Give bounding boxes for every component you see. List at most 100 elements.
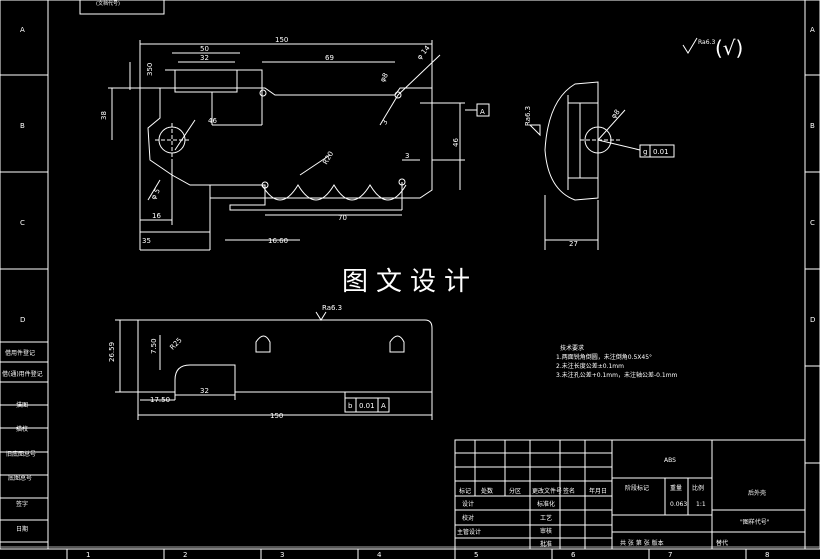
zone-number-4: 4 xyxy=(377,551,382,559)
drawing-no: "图样代号" xyxy=(740,518,770,526)
bottom-dim-750: 7.50 xyxy=(150,338,158,354)
zone-number-6: 6 xyxy=(571,551,576,559)
dim-r20: R20 xyxy=(321,150,335,166)
dim-phi8: φ8 xyxy=(379,72,390,84)
zone-letter-a-right: A xyxy=(810,26,815,34)
roughness-note-text: (√) xyxy=(715,36,743,60)
tol-box-g xyxy=(639,144,675,158)
tech-line-1: 1.两面锐角倒圆，未注倒角0.5X45° xyxy=(556,353,652,361)
hdr-mark: 标记 xyxy=(459,487,471,495)
zone-letter-c-right: C xyxy=(810,219,815,227)
mid-std: 标准化 xyxy=(537,500,555,508)
hdr-sign: 签名 xyxy=(563,487,575,495)
hdr-date: 年月日 xyxy=(589,487,607,495)
bottom-dim-32: 32 xyxy=(200,387,209,395)
bottom-tol-datum: A xyxy=(381,402,386,410)
bottom-tol-value: 0.01 xyxy=(359,402,375,410)
zone-letter-c: C xyxy=(20,219,25,227)
side-roughness: Ra6.3 xyxy=(524,106,532,126)
zone-number-7: 7 xyxy=(668,551,672,559)
roughness-label-top: Ra6.3 xyxy=(698,39,715,46)
zone-letter-d-right: D xyxy=(810,316,815,324)
row-design: 设计 xyxy=(462,500,474,508)
side-phi8: φ8 xyxy=(610,108,622,120)
bottom-dim-r25: R25 xyxy=(168,336,183,351)
stamp-label-7: 签字 xyxy=(16,500,28,508)
dim-35: 35 xyxy=(142,237,151,245)
front-view xyxy=(108,40,465,251)
stamp-label-2: 借(通)用件登记 xyxy=(2,370,43,378)
weight-value: 0.063 xyxy=(670,501,687,508)
title-block-text: ABS 标记 处数 分区 更改文件号 签名 年月日 设计 校对 主管设计 标准化… xyxy=(457,457,770,548)
tech-requirements: 技术要求 1.两面锐角倒圆，未注倒角0.5X45° 2.未注长度公差±0.1mm… xyxy=(556,344,678,379)
hdr-zone: 分区 xyxy=(509,487,521,495)
dim-150-top: 150 xyxy=(275,36,288,44)
datum-label-a: A xyxy=(480,108,485,116)
dim-350: 350 xyxy=(146,63,154,76)
bottom-roughness: Ra6.3 xyxy=(322,304,342,312)
tol-symbol-g: g xyxy=(643,148,647,156)
zone-letters: A B C D A B C D xyxy=(20,26,815,324)
tech-line-2: 2.未注长度公差±0.1mm xyxy=(556,362,624,370)
bottom-tol-symbol: b xyxy=(348,402,353,410)
top-stamp-text: (文档代号) xyxy=(96,0,120,7)
zone-number-8: 8 xyxy=(765,551,769,559)
side-view-tolerance: g 0.01 xyxy=(639,144,675,158)
left-stamp-table xyxy=(0,341,49,543)
weight-label: 重量 xyxy=(670,484,682,492)
stamp-label-8: 日期 xyxy=(16,525,28,533)
bottom-view-dims: Ra6.3 26.59 7.50 R25 17.50 32 150 xyxy=(108,304,342,420)
dim-phi14: φ 14 xyxy=(415,44,432,62)
hdr-count: 处数 xyxy=(481,487,493,495)
dim-phi5: φ 5 xyxy=(149,187,162,201)
dim-38: 38 xyxy=(100,111,108,120)
zone-number-3: 3 xyxy=(280,551,284,559)
zone-number-1: 1 xyxy=(86,551,90,559)
bottom-tolerance-frame: b 0.01 A xyxy=(344,397,390,413)
dim-3: 3 xyxy=(405,152,409,160)
dim-69: 69 xyxy=(325,54,334,62)
part-name: 后外壳 xyxy=(748,489,766,497)
side-dim-27: 27 xyxy=(569,240,578,248)
dim-16: 16 xyxy=(152,212,161,220)
zone-letter-b: B xyxy=(20,122,25,130)
tech-line-3: 3.未注孔公差+0.1mm，未注轴公差-0.1mm xyxy=(556,371,678,379)
stamp-label-6: 底图总号 xyxy=(8,474,32,482)
title-block xyxy=(454,439,806,550)
scale-label: 比例 xyxy=(692,484,704,492)
stamp-label-5: 旧底图总号 xyxy=(6,450,36,458)
row-check: 校对 xyxy=(462,514,474,522)
bottom-view xyxy=(115,311,433,420)
dim-16-60: 16.60 xyxy=(268,237,288,245)
mid-craft: 工艺 xyxy=(540,514,552,522)
dim-50: 50 xyxy=(200,45,209,53)
side-view-dims: Ra6.3 φ8 27 xyxy=(524,106,622,248)
zone-number-2: 2 xyxy=(183,551,187,559)
sheet-info: 共 张 第 张 版本 xyxy=(620,539,664,547)
replace-label: 替代 xyxy=(716,539,728,547)
stamp-label-4: 描校 xyxy=(16,425,28,433)
zone-letter-b-right: B xyxy=(810,122,815,130)
material: ABS xyxy=(664,457,676,464)
scale-value: 1:1 xyxy=(696,501,706,508)
stage-label: 阶段标记 xyxy=(625,484,649,492)
roughness-note xyxy=(682,37,698,54)
stamp-label-3: 描图 xyxy=(16,401,28,409)
tech-title: 技术要求 xyxy=(560,344,584,352)
bottom-dim-150: 150 xyxy=(270,412,283,420)
hdr-change: 更改文件号 xyxy=(532,487,562,495)
tol-value-side: 0.01 xyxy=(653,148,669,156)
mid-approve: 批准 xyxy=(540,540,552,548)
bottom-dim-26: 26.59 xyxy=(108,342,116,362)
zone-number-5: 5 xyxy=(474,551,478,559)
watermark-title: 图文设计 xyxy=(342,267,478,297)
dim-70: 70 xyxy=(338,214,347,222)
side-view xyxy=(528,81,641,250)
zone-numbers: 1 2 3 4 5 6 7 8 xyxy=(86,551,769,559)
dim-46a: 46 xyxy=(208,117,217,125)
left-stamp-labels: 借用件登记 借(通)用件登记 描图 描校 旧底图总号 底图总号 签字 日期 xyxy=(2,349,43,533)
dim-32: 32 xyxy=(200,54,209,62)
dim-46b: 46 xyxy=(452,138,460,147)
dim-3b: 3 xyxy=(380,118,389,126)
